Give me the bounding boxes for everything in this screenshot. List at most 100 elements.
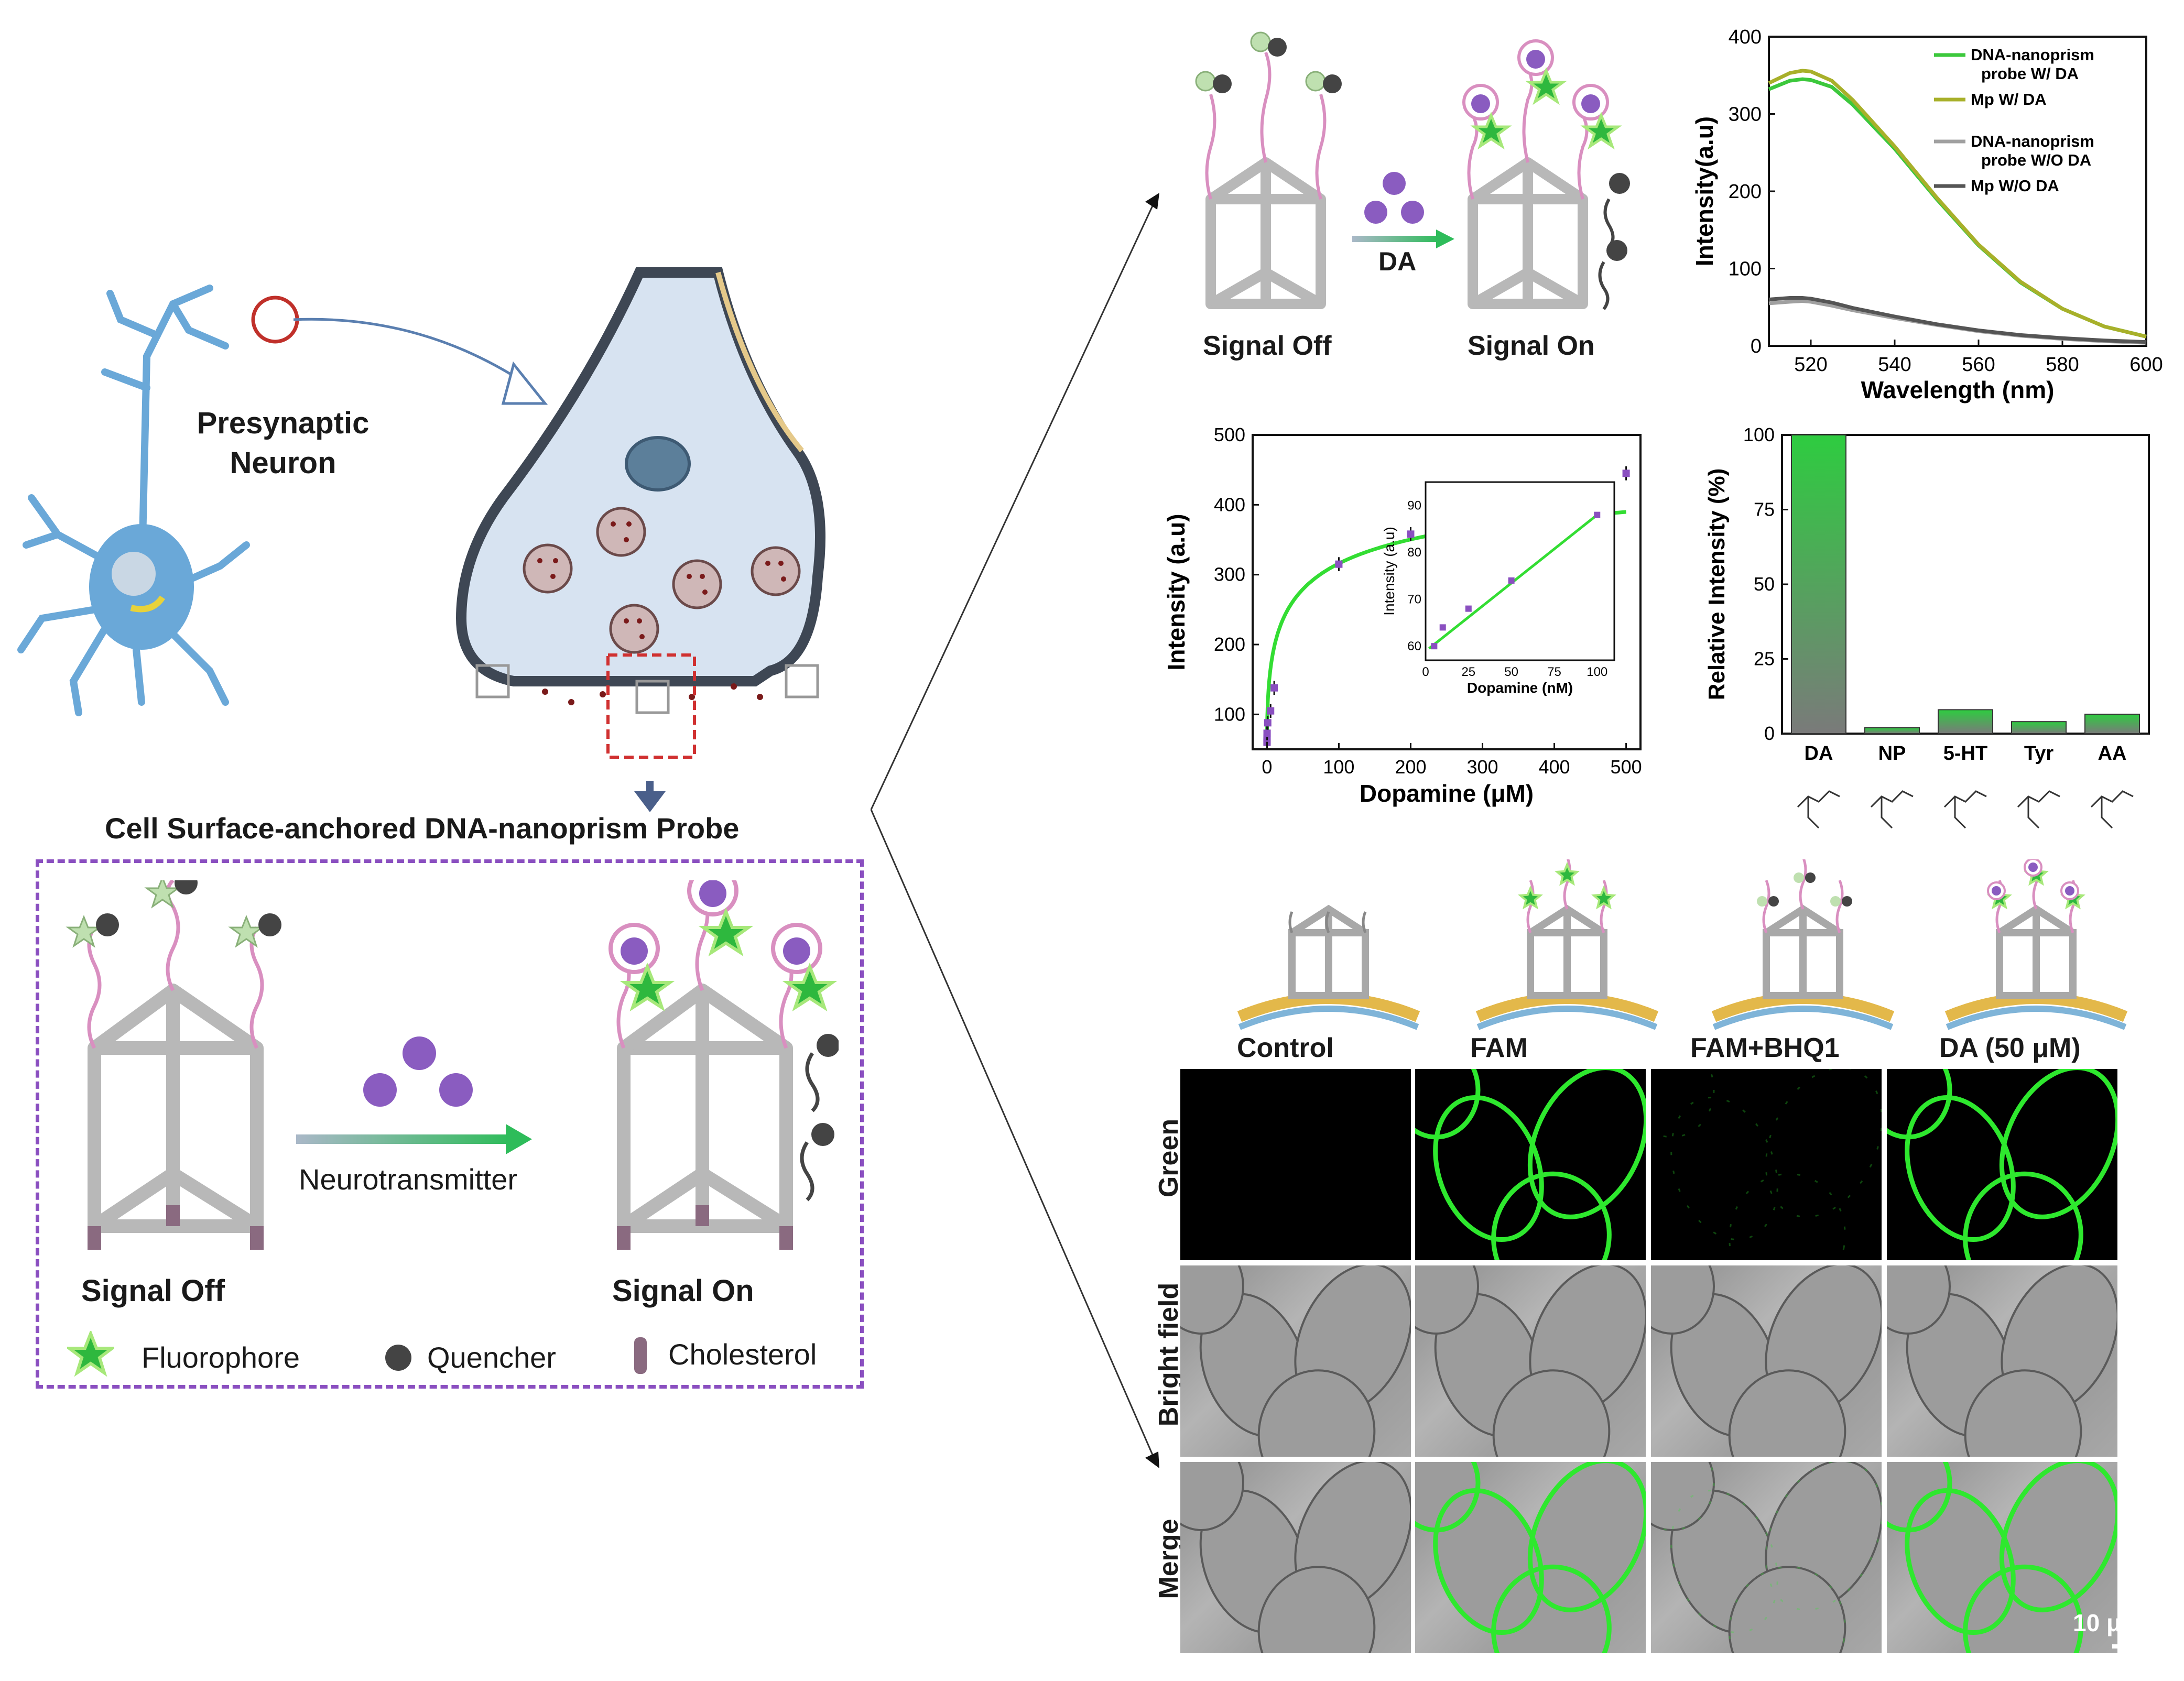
data-point [1270,684,1278,692]
membrane-fluorescence [1527,1462,1646,1612]
x-tick-label: Tyr [2024,743,2054,765]
dna-strand [1799,859,1807,910]
plot-frame [1252,434,1642,750]
micrograph-r0-c0 [1180,1069,1411,1260]
data-point [1263,729,1271,737]
molecule-structure [2017,790,2060,829]
micrograph-r1-c3 [1887,1265,2117,1457]
legend-quencher: Quencher [427,1341,556,1374]
y-tick-label: 400 [1214,494,1245,515]
column-header-da: DA (50 μM) [1939,1033,2081,1063]
legend-cholesterol-icon [634,1337,647,1374]
dna-strand [1600,880,1608,933]
y-tick-label: 25 [1754,648,1775,670]
inset-x-tick-label: 0 [1422,665,1429,679]
y-axis-label: Intensity(a.u) [1691,116,1718,266]
molecule-structure [2090,790,2134,829]
y-tick-label: 0 [1751,335,1762,357]
inset-frame [1425,481,1615,661]
signal-on-label: Signal On [612,1274,754,1308]
column-header-control: Control [1237,1033,1334,1063]
data-point [1407,530,1415,538]
column-header-fam-bhq1: FAM+BHQ1 [1690,1033,1840,1063]
membrane-fluorescence [1999,1069,2117,1219]
molecule-structure [1797,790,1840,829]
membrane-fluorescence [1963,1171,2083,1260]
da-molecule [2028,863,2038,872]
membrane-fluorescence [1491,1171,1612,1260]
membrane-fluorescence [1765,1069,1882,1218]
neuron-schematic [17,267,825,812]
inset-data-point [1431,643,1438,650]
mechanism-diagram [1195,31,1630,310]
fluorophore-dim [1794,872,1804,883]
mech-signal-off: Signal Off [1203,331,1332,361]
dna-strand [1563,859,1571,910]
x-tick-label: AA [2098,743,2127,765]
fluorophore-star [1591,885,1616,910]
cell-outline [1415,1265,1479,1335]
molecule-structure [1943,790,1987,829]
y-tick-label: 300 [1214,564,1245,585]
x-tick-label: 300 [1466,756,1498,778]
inset-data-point [1439,624,1446,631]
y-tick-label: 500 [1214,424,1245,445]
probe-box [36,859,864,1389]
y-axis-label: Relative Intensity (%) [1704,468,1730,701]
inset-data-point [1465,605,1472,612]
membrane-fluorescence [1670,1096,1778,1241]
micrograph-r2-c2 [1651,1462,1882,1653]
x-tick-label: 400 [1539,756,1570,778]
dna-strand [1762,880,1770,933]
legend-star-icon [67,1331,114,1377]
membrane-fluorescence [1905,1095,2016,1242]
membrane-fluorescence [1887,1069,1952,1140]
cell-outline [1964,1369,2082,1457]
y-tick-label: 100 [1729,258,1762,280]
cell-outline [1492,1369,1611,1457]
membrane-fluorescence [1651,1462,1715,1531]
series-line-1 [1768,69,2147,339]
inset-y-tick-label: 60 [1407,639,1421,653]
bar-NP [1864,727,1920,734]
micrograph-r1-c0 [1180,1265,1411,1457]
data-point [1264,719,1272,727]
membrane-probe-2 [1711,859,1895,1030]
micrograph-r2-c0 [1180,1462,1411,1653]
membrane-fluorescence [1433,1488,1544,1635]
y-tick-label: 75 [1754,499,1775,520]
membrane-fluorescence [1963,1564,2083,1653]
zoom-circle [251,296,299,344]
quencher [1842,896,1852,907]
y-tick-label: 0 [1764,723,1775,744]
membrane-fluorescence [1729,1173,1846,1260]
column-header-fam: FAM [1470,1033,1528,1063]
inset-x-axis-label: Dopamine (nM) [1467,680,1573,696]
micrograph-r0-c3 [1887,1069,2117,1260]
fluorophore-star [1555,861,1580,886]
connector-lines [870,193,1159,1468]
x-axis-label: Dopamine (μM) [1360,780,1534,807]
x-tick-label: 0 [1262,756,1272,778]
row-label-merge: Merge [1154,1519,1184,1599]
membrane-probe-0 [1237,904,1420,1030]
inset-y-tick-label: 90 [1407,499,1421,513]
inset-y-tick-label: 80 [1407,545,1421,560]
inset-data-point [1594,511,1601,518]
data-point [1335,560,1343,568]
bar-DA [1791,434,1846,734]
micrograph-r1-c1 [1415,1265,1646,1457]
da-molecule [1992,886,2001,896]
x-tick-label: 200 [1395,756,1426,778]
mech-arrow-label: DA [1378,247,1417,276]
membrane-fluorescence [1905,1488,2016,1635]
scale-bar [2112,1644,2144,1649]
legend-fluorophore: Fluorophore [142,1341,300,1374]
series-line-0 [1768,77,2147,339]
x-tick-label: NP [1878,743,1906,765]
signal-off-label: Signal Off [81,1274,225,1308]
membrane-fluorescence [1999,1462,2117,1612]
